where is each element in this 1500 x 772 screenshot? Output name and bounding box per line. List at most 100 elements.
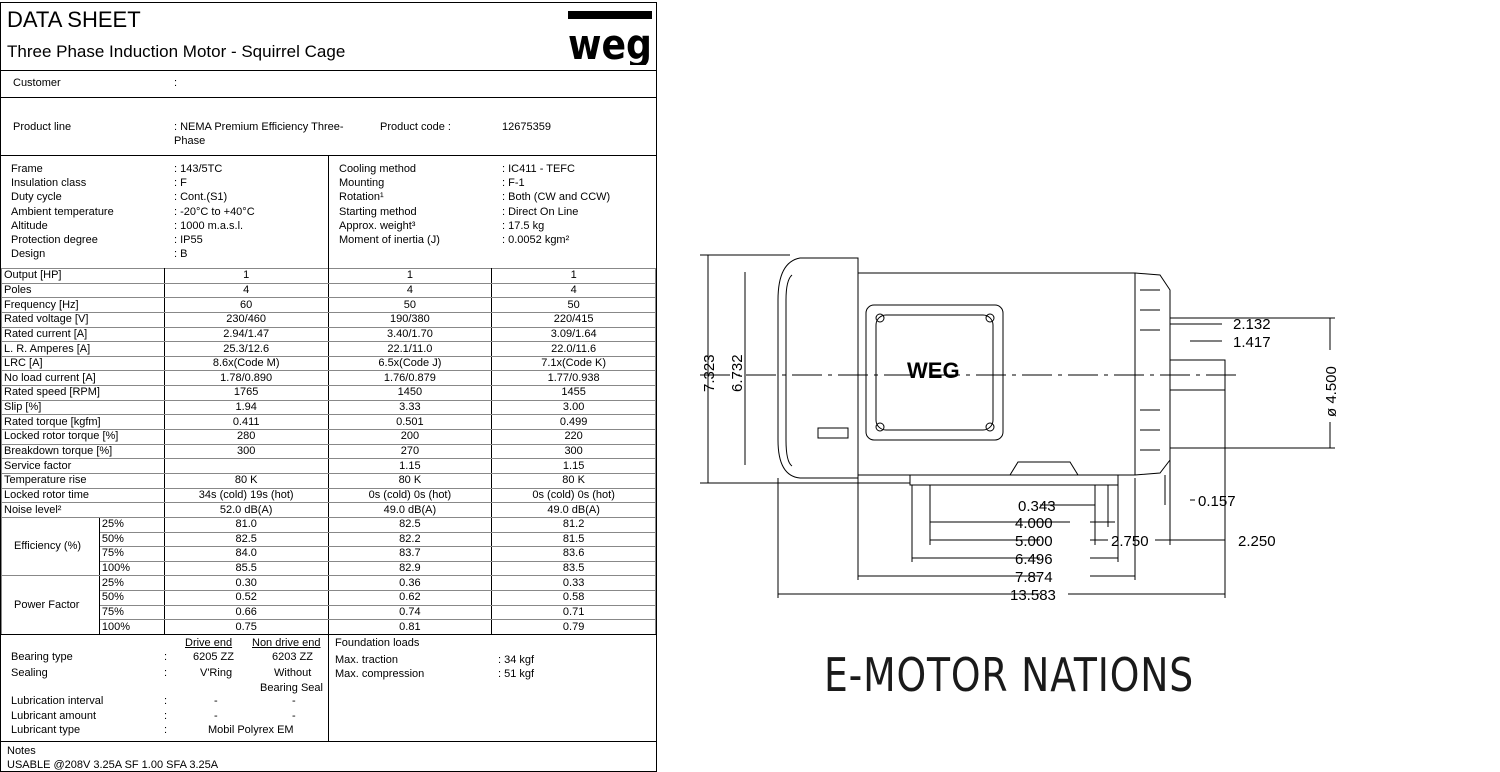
table-cell: 0.71: [491, 604, 656, 621]
table-cell: 80 K: [327, 472, 493, 489]
table-cell: 230/460: [163, 311, 329, 328]
bearing-type-label: Bearing type: [11, 651, 73, 663]
dim-2750: 2.750: [1111, 533, 1149, 550]
spec-value: : IC411 - TEFC: [502, 163, 575, 175]
spec-label: Rotation¹: [339, 191, 384, 204]
table-cell: Locked rotor torque [%]: [1, 429, 165, 445]
product-line-value: : NEMA Premium Efficiency Three-: [174, 121, 344, 133]
table-cell: 0.33: [491, 575, 656, 592]
sealing-de: V'Ring: [200, 667, 233, 679]
drive-end-header: Drive end: [185, 637, 233, 649]
table-cell: 220: [491, 429, 656, 445]
table-cell: Rated current [A]: [1, 326, 165, 343]
table-cell: Service factor: [1, 458, 165, 474]
table-cell: 300: [491, 443, 656, 460]
sealing-nde-2: Bearing Seal: [260, 682, 323, 694]
table-cell: 1765: [163, 385, 329, 401]
spec-label: Starting method: [339, 205, 417, 218]
table-cell: 0.501: [327, 414, 493, 431]
table-cell: 6.5x(Code J): [327, 355, 493, 372]
spec-label: Design: [11, 248, 46, 261]
non-drive-end-header: Non drive end: [252, 637, 321, 649]
table-cell: 25%: [98, 575, 165, 592]
data-sheet: DATA SHEET Three Phase Induction Motor -…: [0, 2, 657, 772]
table-cell: 52.0 dB(A): [163, 502, 329, 518]
table-cell: 270: [327, 443, 493, 460]
table-cell: 3.33: [327, 399, 493, 416]
table-cell: 50%: [98, 590, 165, 606]
table-cell: Locked rotor time: [1, 487, 165, 504]
table-cell: 82.2: [327, 531, 493, 548]
product-code-label: Product code :: [380, 121, 451, 133]
dim-6732: 6.732: [729, 354, 746, 392]
table-cell: 80 K: [163, 472, 329, 489]
dim-7874: 7.874: [1015, 569, 1053, 586]
table-cell: 1.94: [163, 399, 329, 416]
table-cell: 49.0 dB(A): [327, 502, 493, 518]
sealing-nde: Without: [274, 667, 312, 679]
dim-13583: 13.583: [1010, 587, 1056, 604]
spec-label: Cooling method: [339, 163, 417, 175]
spec-label: Approx. weight³: [339, 219, 416, 232]
table-cell: 4: [491, 282, 656, 299]
table-cell: 82.9: [327, 560, 493, 577]
table-cell: 0.62: [327, 590, 493, 606]
spec-value: : F: [174, 177, 187, 190]
table-cell: 82.5: [327, 516, 493, 533]
table-cell: 8.6x(Code M): [163, 355, 329, 372]
table-cell: 0.79: [491, 619, 656, 636]
compression-value: : 51 kgf: [498, 668, 535, 680]
foundation-title: Foundation loads: [335, 637, 420, 649]
table-cell: 25.3/12.6: [163, 341, 329, 357]
table-cell: 81.5: [491, 531, 656, 548]
product-line-value-2: Phase: [174, 135, 206, 147]
table-cell: 1: [327, 268, 493, 284]
table-cell: 0.52: [163, 590, 329, 606]
spec-value: : B: [174, 248, 188, 261]
notes-text: USABLE @208V 3.25A SF 1.00 SFA 3.25A: [7, 759, 219, 771]
table-cell: 1455: [491, 385, 656, 401]
table-cell: 83.6: [491, 546, 656, 562]
table-cell: 34s (cold) 19s (hot): [163, 487, 329, 504]
dim-0157: 0.157: [1198, 493, 1236, 510]
table-cell: 25%: [98, 516, 165, 533]
lub-type-value: Mobil Polyrex EM: [208, 724, 294, 736]
table-cell: 80 K: [491, 472, 656, 489]
table-cell: [163, 458, 329, 474]
table-cell: 81.0: [163, 516, 329, 533]
table-cell: Noise level²: [1, 502, 165, 518]
table-cell: 190/380: [327, 311, 493, 328]
spec-label: Frame: [11, 163, 43, 175]
table-cell: 75%: [98, 546, 165, 562]
spec-value: : -20°C to +40°C: [174, 205, 255, 218]
lub-amount-label: Lubricant amount: [11, 710, 96, 722]
dim-4500: ø 4.500: [1323, 366, 1340, 417]
table-cell: Frequency [Hz]: [1, 297, 165, 313]
dim-5000: 5.000: [1015, 533, 1053, 550]
colon: :: [164, 667, 168, 679]
svg-text:weg: weg: [568, 20, 652, 65]
table-cell: 0.411: [163, 414, 329, 431]
spec-value: : F-1: [502, 177, 525, 190]
table-cell: 81.2: [491, 516, 656, 533]
dim-4000: 4.000: [1015, 515, 1053, 532]
spec-value: : IP55: [174, 234, 203, 246]
table-cell: 100%: [98, 619, 165, 636]
lub-amount-de: -: [214, 710, 218, 722]
table-cell: 83.7: [327, 546, 493, 562]
dim-6496: 6.496: [1015, 551, 1053, 568]
table-cell: Slip [%]: [1, 399, 165, 416]
